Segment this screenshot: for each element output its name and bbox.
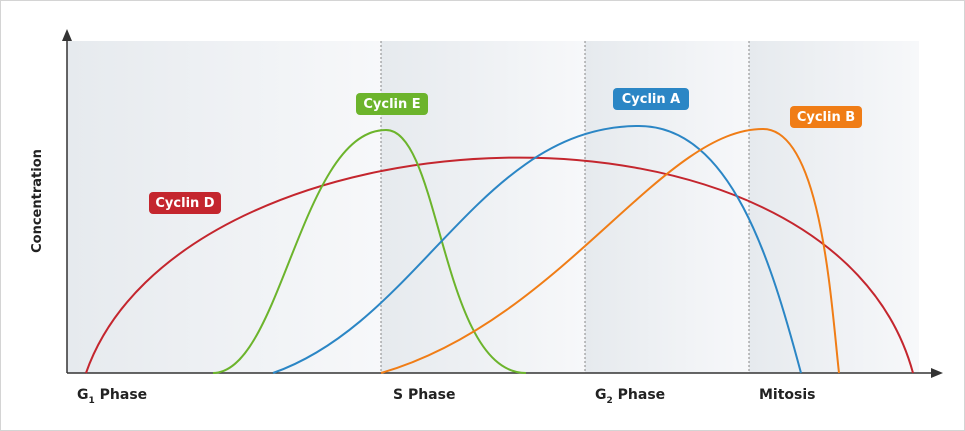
cyclin-a-curve	[272, 124, 802, 374]
phase-band-s	[381, 41, 585, 373]
x-axis-arrow-icon	[931, 368, 943, 378]
cyclin-e-badge: Cyclin E	[356, 93, 428, 115]
cyclin-d-badge: Cyclin D	[149, 192, 221, 214]
cyclin-e-label: Cyclin E	[363, 97, 420, 112]
cyclin-a-label: Cyclin A	[622, 92, 680, 107]
phase-band-g1	[67, 41, 381, 373]
cyclin-b-label: Cyclin B	[797, 110, 855, 125]
y-axis-title: Concentration	[30, 149, 45, 253]
phase-label-mitosis: Mitosis	[759, 387, 816, 403]
phase-label-g2: G2 Phase	[595, 387, 665, 406]
cyclin-d-curve	[85, 156, 914, 374]
cyclin-e-curve	[212, 128, 527, 374]
cyclin-a-badge: Cyclin A	[613, 88, 689, 110]
y-axis-arrow-icon	[62, 29, 72, 41]
phase-label-s: S Phase	[393, 387, 455, 403]
cyclin-d-label: Cyclin D	[155, 196, 214, 211]
phase-label-g1: G1 Phase	[77, 387, 147, 406]
cyclin-b-curve	[380, 127, 840, 374]
cyclin-b-badge: Cyclin B	[790, 106, 862, 128]
